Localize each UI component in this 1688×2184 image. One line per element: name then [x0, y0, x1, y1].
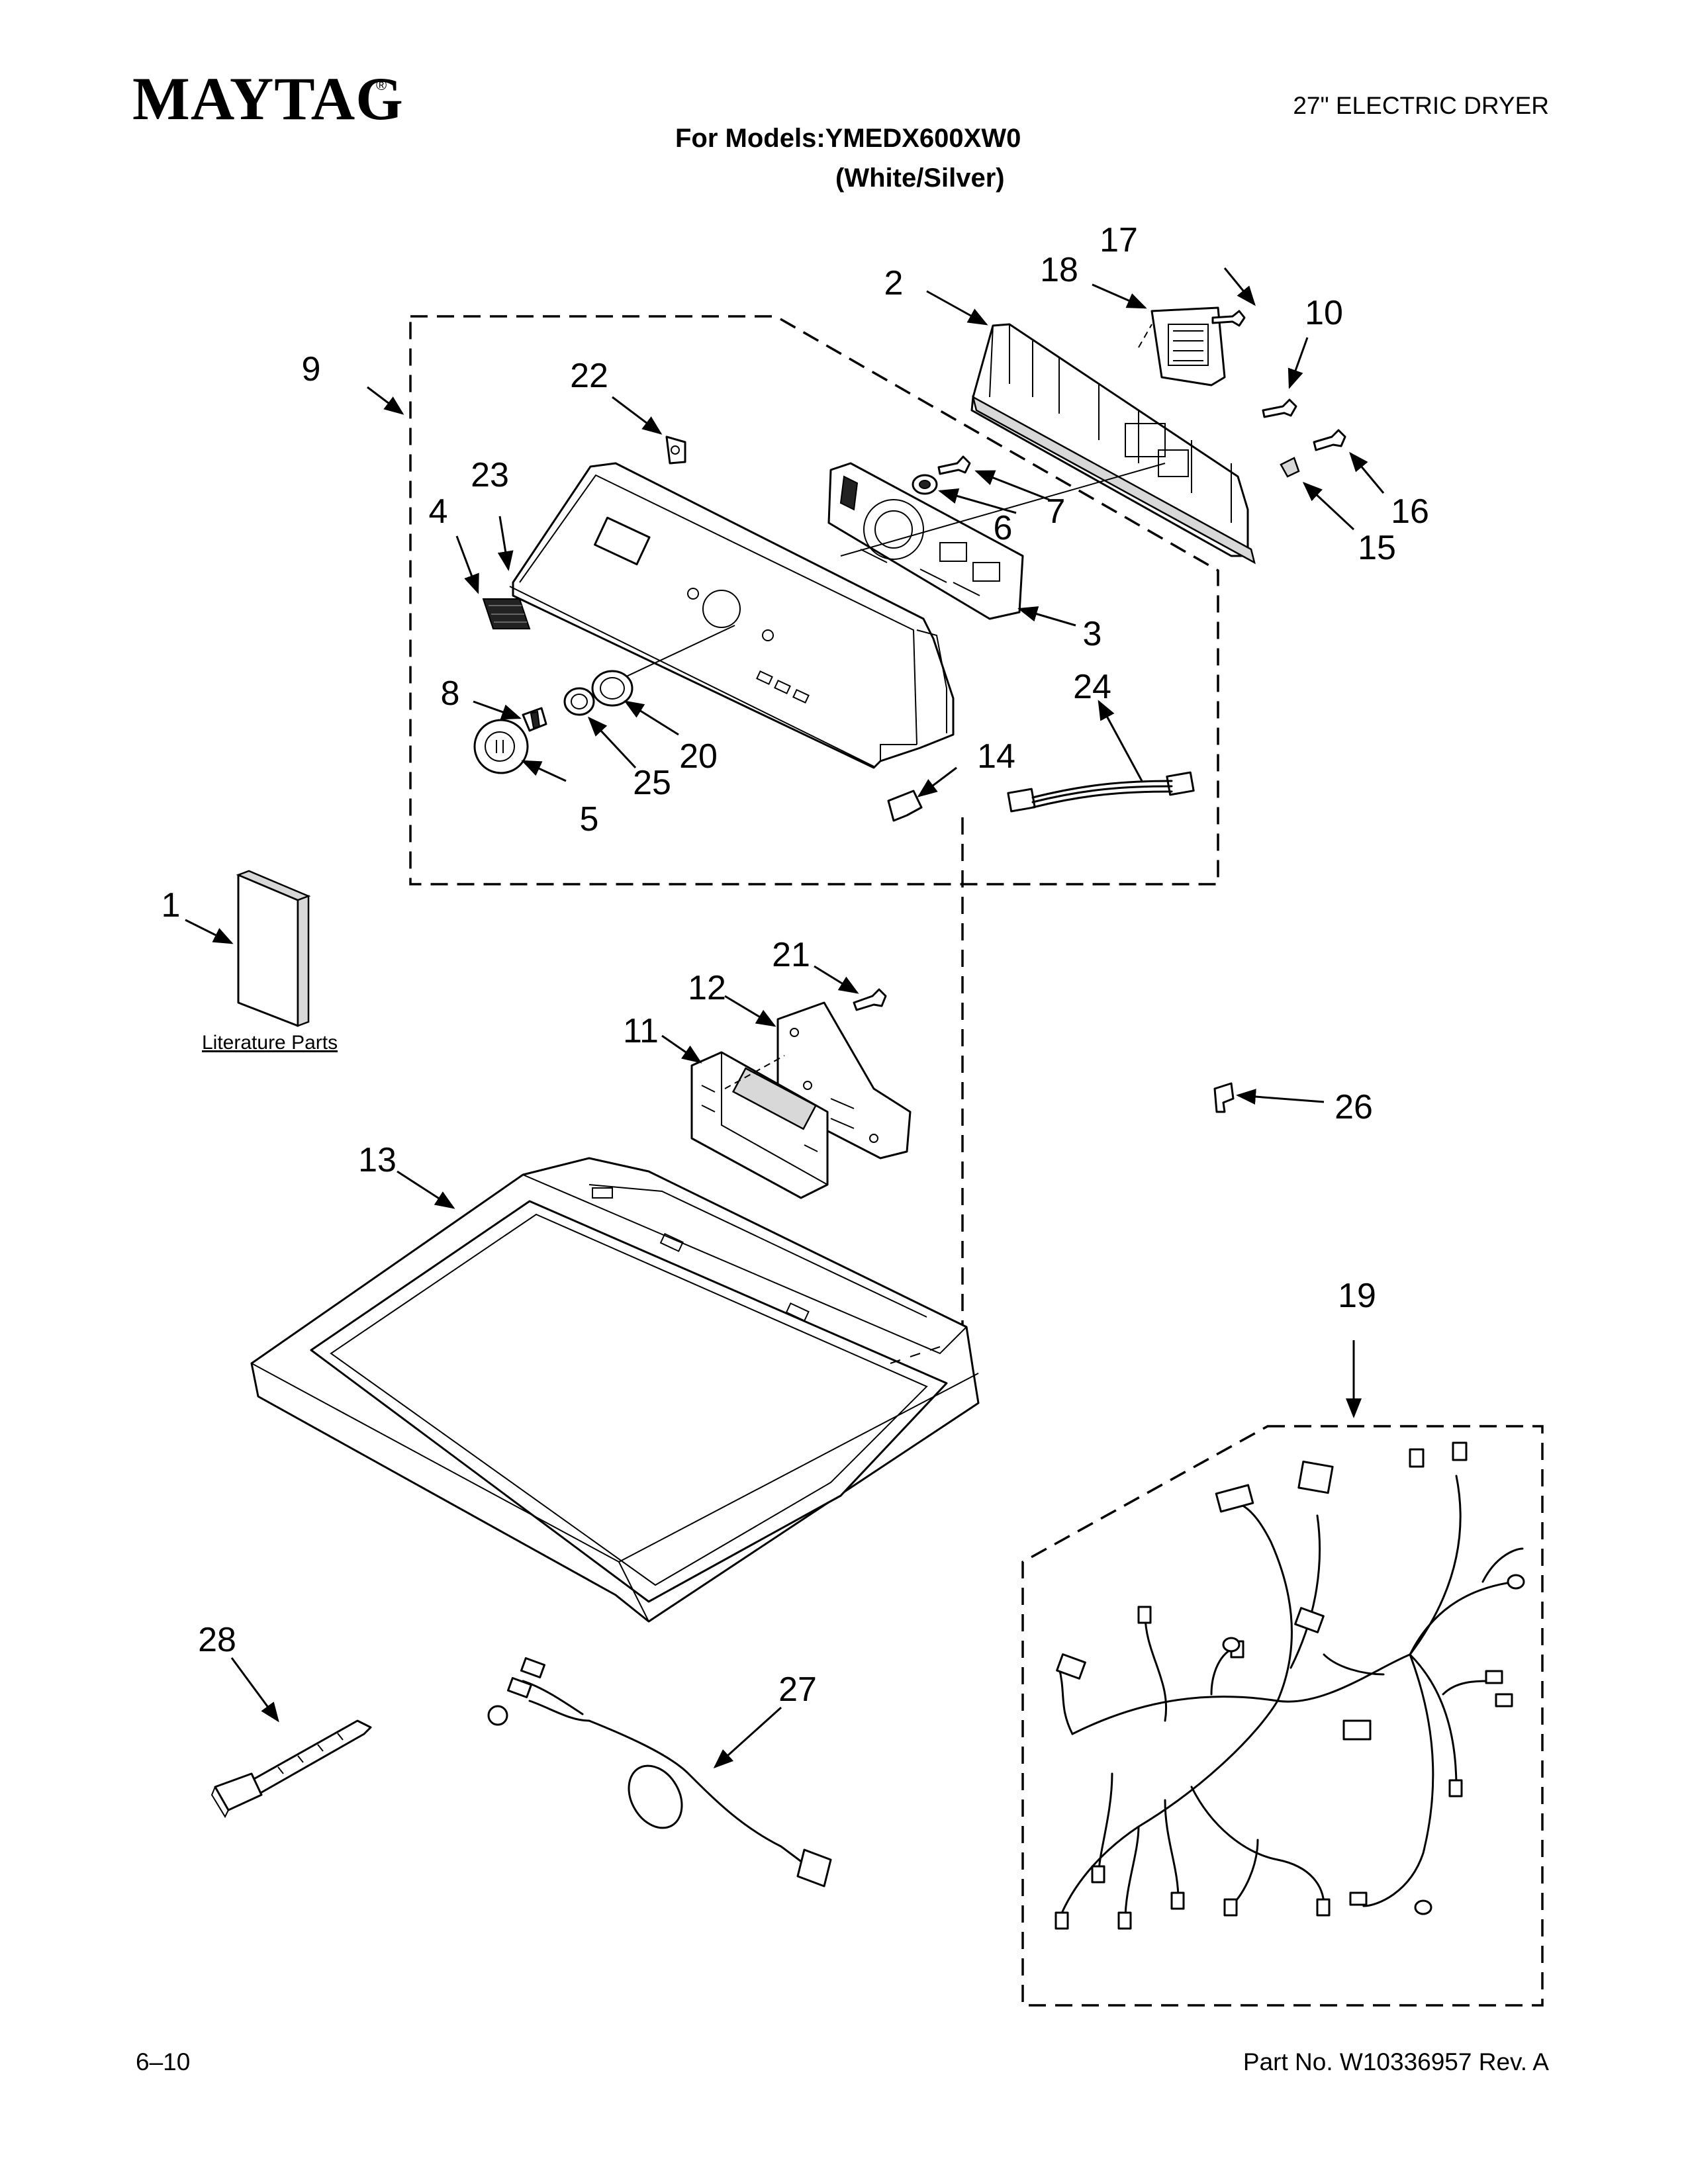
callout-11: 11: [623, 1012, 659, 1050]
top-panel: [250, 1157, 980, 1623]
screw-16: [1313, 429, 1346, 451]
header: MAYTAG ® 27" ELECTRIC DRYER For Models:Y…: [132, 65, 1549, 193]
literature-parts-label: Literature Parts: [202, 1032, 338, 1054]
callout-14: 14: [977, 737, 1015, 776]
callout-10: 10: [1305, 294, 1343, 332]
callout-26: 26: [1335, 1088, 1373, 1126]
product-type: 27" ELECTRIC DRYER: [1293, 92, 1549, 119]
part-number: Part No. W10336957 Rev. A: [1243, 2048, 1549, 2075]
main-wire-harness: [1055, 1441, 1525, 1930]
footer: 6–10 Part No. W10336957 Rev. A: [136, 2048, 1549, 2075]
callout-24: 24: [1073, 668, 1111, 706]
callout-25: 25: [633, 764, 671, 802]
screw-10: [1262, 398, 1297, 418]
knob-bezel: [591, 670, 633, 707]
callout-6: 6: [994, 509, 1013, 547]
callout-9: 9: [302, 350, 321, 388]
display-lens: [482, 598, 531, 629]
screw-7: [937, 455, 971, 475]
callout-5: 5: [580, 800, 599, 839]
console-assembly-dashed-outline: [409, 315, 1219, 886]
callout-3: 3: [1083, 615, 1102, 653]
main-wire-harness-group: [1021, 1425, 1544, 2007]
callout-20: 20: [679, 737, 718, 776]
callout-21: 21: [772, 936, 810, 974]
models-line: For Models:YMEDX600XW0: [675, 124, 1021, 153]
console-assembly-group: [409, 315, 1219, 1347]
electronic-control: [690, 1051, 829, 1199]
callout-2: 2: [884, 264, 904, 302]
callout-8: 8: [441, 674, 460, 713]
callout-7: 7: [1047, 492, 1066, 531]
color-line: (White/Silver): [835, 163, 1005, 193]
clip-26: [1213, 1082, 1235, 1113]
callout-17: 17: [1100, 221, 1138, 259]
callout-19: 19: [1338, 1277, 1376, 1315]
brand-logo: MAYTAG: [132, 65, 404, 132]
callout-1: 1: [162, 886, 181, 925]
callout-27: 27: [778, 1670, 817, 1709]
console-panel: [509, 462, 955, 769]
callout-13: 13: [358, 1141, 397, 1179]
callout-23: 23: [471, 456, 509, 494]
cable-tie: [211, 1719, 372, 1819]
console-wire-harness: [1007, 771, 1195, 813]
screw-17: [1211, 310, 1246, 327]
callout-16: 16: [1391, 492, 1429, 531]
power-cord: [487, 1657, 832, 1888]
screw-21: [853, 988, 887, 1011]
leader-arrows: [185, 267, 1385, 1769]
callout-28: 28: [198, 1621, 236, 1659]
console-rear-panel: [970, 323, 1256, 565]
callout-22: 22: [570, 357, 608, 395]
main-wire-harness-dashed-outline: [1021, 1425, 1544, 2007]
page-number: 6–10: [136, 2048, 190, 2075]
control-knob: [473, 719, 529, 774]
brand-registered-mark: ®: [376, 77, 387, 93]
switch-bracket: [1138, 306, 1226, 387]
callout-numbers: 1 2 3 4 5 6 7 8 9 10 11 12 13 14 15 16 1…: [162, 221, 1429, 1709]
knob-ring: [563, 687, 595, 716]
clip-22: [665, 435, 686, 465]
callout-4: 4: [429, 492, 448, 531]
literature-parts: [236, 870, 311, 1027]
callout-18: 18: [1040, 251, 1078, 289]
callout-12: 12: [688, 969, 726, 1007]
callout-15: 15: [1358, 529, 1396, 567]
encoder-6: [912, 474, 938, 495]
clip-15: [1280, 457, 1300, 478]
clip-14: [887, 790, 923, 822]
knob-insert: [522, 707, 547, 732]
